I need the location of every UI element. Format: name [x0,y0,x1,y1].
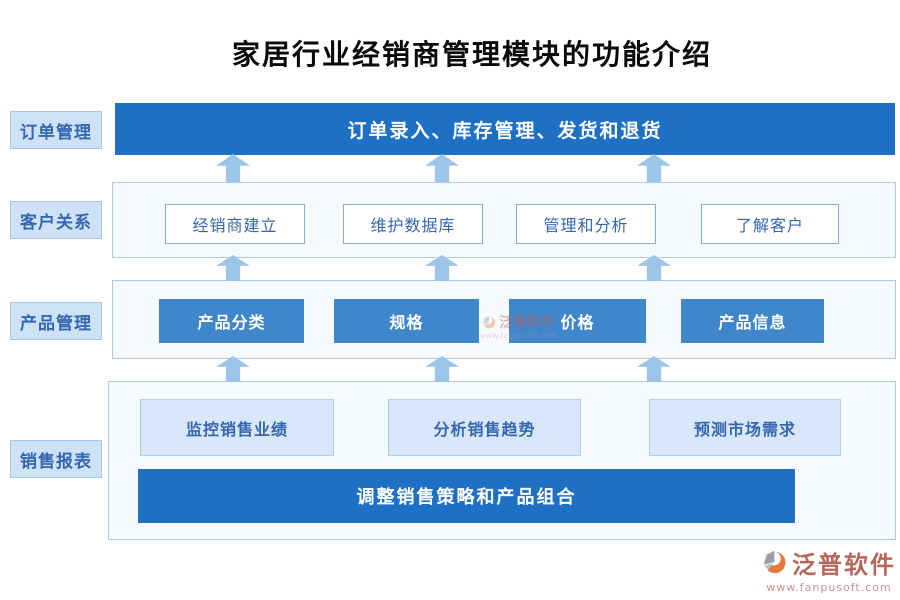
product-item-classification: 产品分类 [159,299,304,343]
footer-brand-name: 泛普软件 [792,551,896,579]
customer-relations-panel: 经销商建立 维护数据库 管理和分析 了解客户 [112,182,896,258]
product-item-price: 价格 [509,299,646,343]
sales-item-monitor-performance: 监控销售业绩 [140,399,334,456]
up-arrow-icon [216,154,250,182]
footer-brand-url: www.fanpusoft.com [766,581,892,594]
side-label-order-management: 订单管理 [10,111,102,149]
customer-item-dealer-setup: 经销商建立 [165,204,305,244]
up-arrow-icon [425,154,459,182]
order-functions-bar: 订单录入、库存管理、发货和退货 [115,103,895,155]
sales-item-forecast-demand: 预测市场需求 [649,399,841,456]
product-item-info: 产品信息 [681,299,824,343]
up-arrow-icon [216,356,250,382]
page-title: 家居行业经销商管理模块的功能介绍 [231,38,712,71]
side-label-product-management: 产品管理 [10,302,102,340]
sales-reports-panel: 监控销售业绩 分析销售趋势 预测市场需求 调整销售策略和产品组合 [108,381,896,540]
up-arrow-icon [637,255,671,281]
up-arrow-icon [637,356,671,382]
sales-strategy-bar: 调整销售策略和产品组合 [138,469,795,523]
side-label-customer-relations: 客户关系 [10,201,102,239]
customer-item-manage-analyze: 管理和分析 [516,204,656,244]
product-item-specs: 规格 [334,299,479,343]
up-arrow-icon [637,154,671,182]
customer-item-maintain-db: 维护数据库 [343,204,483,244]
customer-item-know-customer: 了解客户 [701,204,839,244]
up-arrow-icon [425,255,459,281]
fanpu-logo-icon [763,550,786,574]
footer-brand-logo: 泛普软件 www.fanpusoft.com [762,545,896,594]
side-label-sales-reports: 销售报表 [10,440,102,478]
up-arrow-icon [216,255,250,281]
up-arrow-icon [425,356,459,382]
product-management-panel: 产品分类 规格 价格 产品信息 [112,280,896,359]
sales-item-analyze-trends: 分析销售趋势 [388,399,581,456]
